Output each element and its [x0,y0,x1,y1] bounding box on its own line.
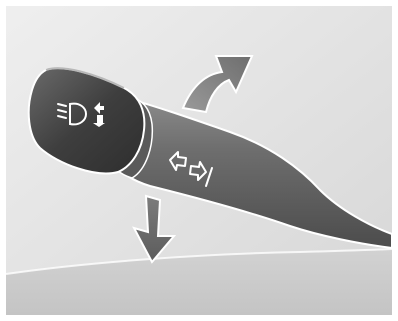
turn-signal-lever-illustration [0,0,398,321]
